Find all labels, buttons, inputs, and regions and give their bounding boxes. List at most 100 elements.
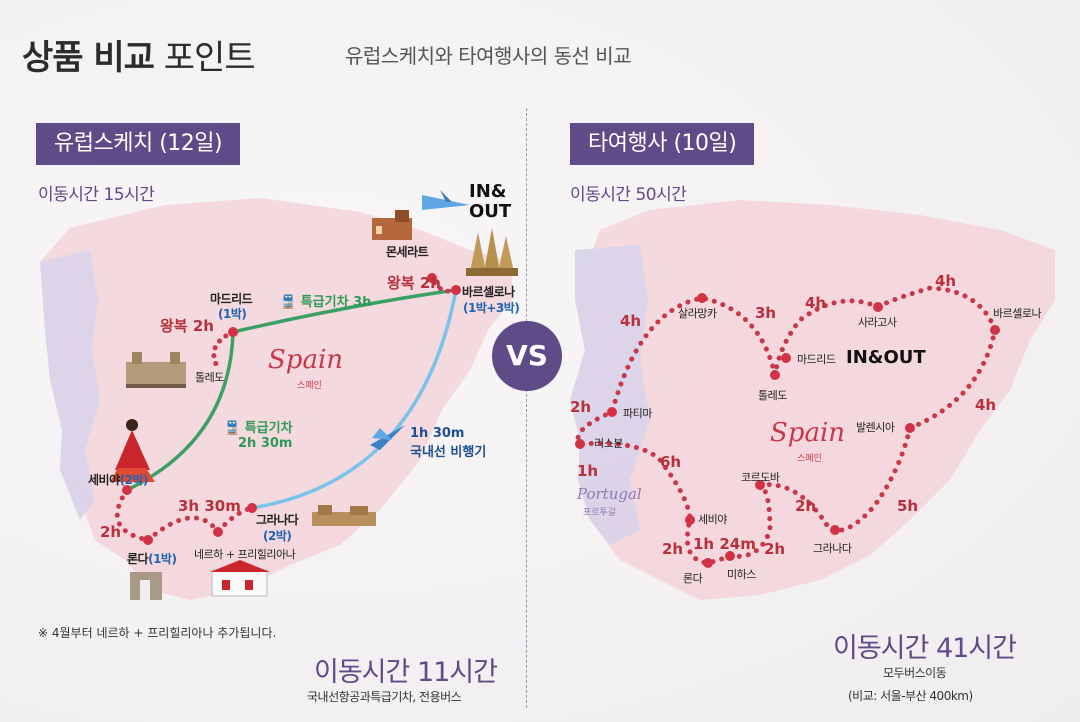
- nerja-houses-illustration: [210, 560, 270, 597]
- city-label-nerja: 네르하 + 프리힐리아나: [194, 548, 296, 561]
- city-label-toledo: 톨레도: [195, 371, 224, 384]
- left-total-time: 이동시간 11시간: [314, 657, 498, 688]
- right-travel-time-top: 이동시간 50시간: [570, 185, 687, 205]
- r-city-valencia: 발렌시아: [856, 421, 895, 434]
- r-city-fatima: 파티마: [623, 407, 652, 420]
- right-spain-kr: 스페인: [797, 454, 822, 464]
- left-total-detail: 국내선항공과특급기차, 전용버스: [307, 690, 462, 704]
- city-dot-r-granada: [830, 525, 840, 535]
- leg-train-madrid-barcelona: 🚆 특급기차 3h: [280, 295, 372, 310]
- ronda-bridge-illustration: [130, 572, 162, 600]
- r-city-barcelona: 바르셀로나: [993, 307, 1042, 320]
- r-leg-c: 4h: [805, 294, 827, 312]
- r-city-lisbon: 리스본: [594, 437, 623, 450]
- r-leg-b: 3h: [755, 304, 777, 322]
- r-leg-f: 2h: [570, 398, 592, 416]
- city-dot-montserrat: [427, 273, 437, 283]
- r-leg-m: 1h 24m: [693, 535, 756, 553]
- city-dot-r-salamanca: [697, 293, 707, 303]
- left-note: ※ 4월부터 네르하 + 프리힐리아나 추가됩니다.: [38, 626, 277, 640]
- r-city-cordoba: 코르도바: [741, 471, 780, 484]
- right-total-sub1: 모두버스이동: [883, 666, 947, 680]
- flamenco-dancer-illustration: [110, 419, 155, 482]
- airplane-top-illustration: [422, 190, 470, 210]
- right-total-sub2: (비교: 서울-부산 400km): [848, 689, 973, 703]
- r-leg-n: 2h: [764, 540, 786, 558]
- r-leg-e: 4h: [975, 396, 997, 414]
- r-leg-l: 2h: [662, 540, 684, 558]
- toledo-castle-illustration: [126, 352, 186, 388]
- city-dot-r-madrid: [781, 353, 791, 363]
- r-city-salamanca: 살라망카: [678, 307, 717, 320]
- route-seville-ronda: [114, 487, 151, 543]
- r-city-mijas: 미하스: [727, 568, 756, 581]
- leg-round-montserrat: 왕복 2h: [387, 274, 441, 292]
- city-dot-nerja: [213, 527, 223, 537]
- city-dot-r-barcelona: [990, 325, 1000, 335]
- city-label-granada: 그라나다: [256, 513, 299, 527]
- left-spain-kr: 스페인: [297, 381, 322, 391]
- city-dot-r-zaragoza: [873, 302, 883, 312]
- city-dot-r-cordoba: [755, 480, 765, 490]
- city-label-barcelona: 바르셀로나: [462, 285, 515, 299]
- airplane-mid-illustration: [370, 425, 405, 450]
- city-stay-granada: (2박): [263, 529, 292, 543]
- city-dot-granada: [247, 503, 257, 513]
- city-dot-r-ronda: [703, 558, 713, 568]
- page-subtitle: 유럽스케치와 타여행사의 동선 비교: [345, 44, 632, 68]
- city-label-seville: 세비야(2박): [88, 473, 148, 487]
- leg-seville-ronda: 2h: [100, 523, 122, 541]
- sagrada-familia-illustration: [466, 228, 518, 276]
- r-city-granada: 그라나다: [813, 542, 852, 555]
- city-label-madrid: 마드리드: [210, 292, 253, 306]
- right-portugal-script: Portugal: [577, 485, 642, 503]
- r-leg-d: 4h: [935, 272, 957, 290]
- page-title: 상품 비교 포인트: [22, 38, 256, 78]
- montserrat-building-illustration: [372, 210, 412, 240]
- granada-alhambra-illustration: [312, 505, 376, 526]
- city-dot-seville: [122, 485, 132, 495]
- city-label-montserrat: 몬세라트: [386, 245, 429, 259]
- r-city-madrid: 마드리드: [797, 353, 836, 366]
- city-stay-madrid: (1박): [218, 307, 247, 321]
- left-in-out-label: IN&OUT: [469, 181, 512, 222]
- right-spain-script: Spain: [770, 418, 846, 448]
- left-package-badge: 유럽스케치 (12일): [36, 123, 241, 165]
- left-spain-script: Spain: [268, 345, 344, 375]
- bus-loop-route: [575, 285, 998, 566]
- city-dot-r-seville: [685, 515, 695, 525]
- r-leg-a: 4h: [620, 312, 642, 330]
- r-city-seville: 세비야: [698, 513, 727, 526]
- right-total-time: 이동시간 41시간: [833, 633, 1017, 664]
- left-travel-time-top: 이동시간 15시간: [38, 185, 155, 205]
- right-iberia-shape: [570, 200, 1055, 600]
- r-leg-k: 5h: [897, 497, 919, 515]
- right-portugal-kr: 포르투갈: [583, 508, 617, 518]
- right-package-badge: 타여행사 (10일): [570, 123, 755, 165]
- train-route-madrid-barcelona: [232, 288, 457, 334]
- r-leg-j: 2h: [795, 497, 817, 515]
- city-dot-r-fatima: [607, 407, 617, 417]
- r-leg-h: 6h: [660, 453, 682, 471]
- r-city-zaragoza: 사라고사: [858, 316, 897, 329]
- vs-badge: VS: [492, 321, 562, 391]
- city-dot-r-mijas: [725, 551, 735, 561]
- center-divider: [526, 108, 527, 708]
- leg-train-madrid-seville: 🚆 특급기차 2h 30m: [224, 421, 293, 451]
- r-city-toledo: 톨레도: [758, 389, 787, 402]
- route-madrid-toledo: [211, 329, 236, 371]
- r-city-ronda: 론다: [683, 572, 703, 585]
- city-dot-r-toledo: [770, 370, 780, 380]
- city-label-ronda: 론다(1박): [127, 552, 177, 566]
- r-leg-g: 1h: [577, 462, 599, 480]
- route-barcelona-montserrat: [429, 275, 459, 294]
- city-dot-barcelona: [451, 285, 461, 295]
- leg-round-toledo: 왕복 2h: [160, 317, 214, 335]
- right-portugal-shape: [570, 245, 650, 545]
- city-dot-ronda: [143, 535, 153, 545]
- city-dot-madrid: [228, 327, 238, 337]
- left-portugal-shape: [40, 250, 100, 520]
